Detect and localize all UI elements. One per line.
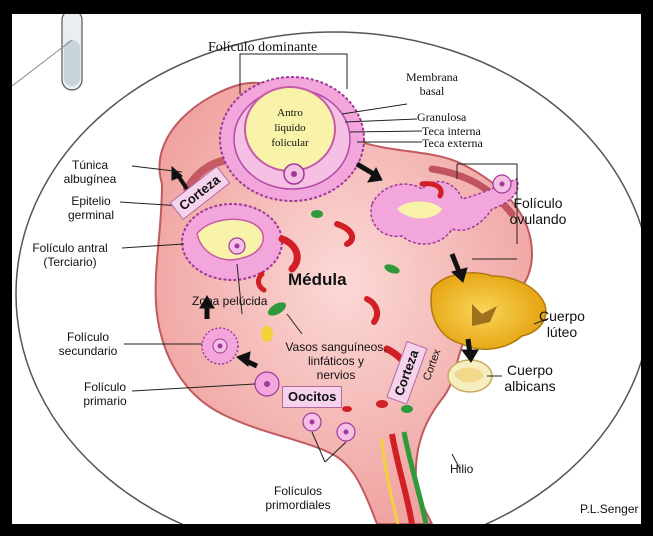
label-antro-line3: folicular [260, 136, 320, 151]
label-vasos-line3: nervios [276, 368, 396, 382]
label-oocitos: Oocitos [282, 386, 342, 408]
label-foliculos-primordiales: Folículos primordiales [258, 484, 338, 512]
label-membrana-basal-line1: Membrana [402, 70, 462, 84]
label-epitelio-line1: Epitelio [56, 194, 126, 208]
label-primordiales-line2: primordiales [258, 498, 338, 512]
antral-follicle [182, 204, 282, 280]
label-primario-line1: Folículo [70, 380, 140, 394]
label-vasos-line1: Vasos sanguíneos, [276, 340, 396, 354]
diagram-panel: Folículo dominante Membrana basal Granul… [12, 14, 641, 524]
label-luteo-line1: Cuerpo [527, 308, 597, 324]
label-luteo-line2: lúteo [527, 324, 597, 340]
label-cuerpo-luteo: Cuerpo lúteo [527, 308, 597, 340]
label-antral-line1: Folículo antral [16, 241, 124, 255]
label-foliculo-dominante: Folículo dominante [208, 40, 317, 56]
label-ovulando-line1: Folículo [498, 195, 578, 211]
label-medula: Médula [288, 270, 347, 290]
corpus-albicans [448, 360, 492, 392]
label-epitelio-germinal: Epitelio germinal [56, 194, 126, 222]
ovary-diagram [12, 14, 641, 524]
label-primario-line2: primario [70, 394, 140, 408]
label-primordiales-line1: Folículos [258, 484, 338, 498]
label-foliculo-primario: Folículo primario [70, 380, 140, 408]
label-secundario-line1: Folículo [48, 330, 128, 344]
label-membrana-basal-line2: basal [402, 84, 462, 98]
label-vasos: Vasos sanguíneos, linfáticos y nervios [276, 340, 396, 382]
label-tunica-line2: albugínea [50, 172, 130, 186]
label-ovulando-line2: ovulando [498, 211, 578, 227]
label-granulosa: Granulosa [417, 110, 466, 124]
label-membrana-basal: Membrana basal [402, 70, 462, 98]
label-antral-line2: (Terciario) [16, 255, 124, 269]
label-albicans-line2: albicans [490, 378, 570, 394]
label-hilio: Hilio [450, 462, 473, 476]
label-antro-line2: liquido [260, 121, 320, 136]
label-zona-pelucida: Zona pelúcida [192, 294, 267, 308]
label-albicans-line1: Cuerpo [490, 362, 570, 378]
label-foliculo-antral: Folículo antral (Terciario) [16, 241, 124, 269]
label-foliculo-secundario: Folículo secundario [48, 330, 128, 358]
label-vasos-line2: linfáticos y [276, 354, 396, 368]
label-credit: P.L.Senger [580, 502, 639, 516]
label-foliculo-ovulando: Folículo ovulando [498, 195, 578, 227]
test-tube-icon [62, 14, 82, 90]
label-cuerpo-albicans: Cuerpo albicans [490, 362, 570, 394]
label-teca-externa: Teca externa [422, 136, 483, 150]
label-epitelio-line2: germinal [56, 208, 126, 222]
label-antro: Antro liquido folicular [260, 106, 320, 151]
label-tunica-line1: Túnica [50, 158, 130, 172]
label-antro-line1: Antro [260, 106, 320, 121]
label-secundario-line2: secundario [48, 344, 128, 358]
label-tunica-albuginea: Túnica albugínea [50, 158, 130, 186]
secondary-follicle [202, 328, 238, 364]
